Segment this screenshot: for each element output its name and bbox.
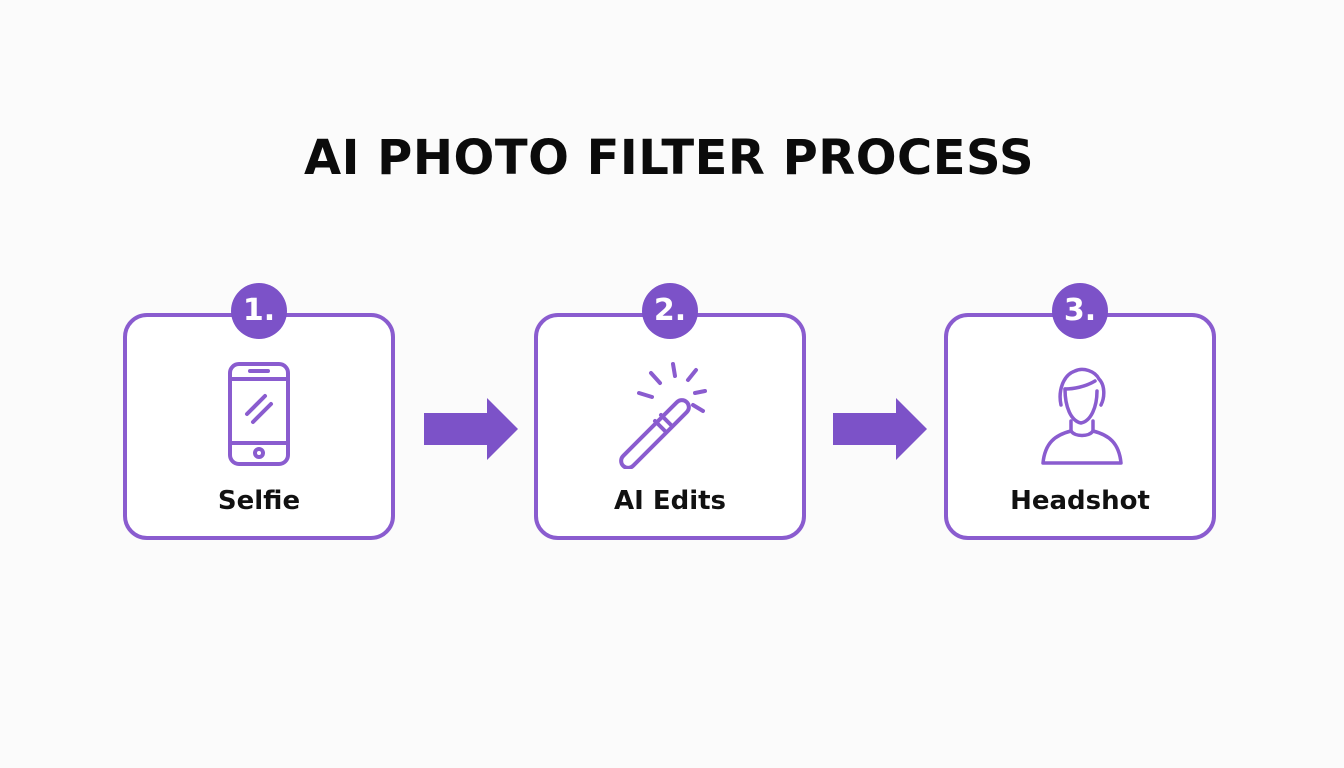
person-icon <box>1025 359 1135 469</box>
diagram-title: AI PHOTO FILTER PROCESS <box>303 130 1035 186</box>
step-card-selfie: 1. Selfie <box>123 283 395 540</box>
step-number-badge: 2. <box>642 283 698 339</box>
smartphone-icon <box>204 359 314 469</box>
step-label: Selfie <box>217 486 301 516</box>
step-card-headshot: 3. Headshot <box>944 283 1216 540</box>
step-number-badge: 1. <box>231 283 287 339</box>
magic-wand-icon <box>615 359 725 469</box>
step-number-badge: 3. <box>1052 283 1108 339</box>
step-card-ai-edits: 2. AI Edits <box>534 283 806 540</box>
arrow-right-icon <box>833 398 927 460</box>
arrow-right-icon <box>424 398 518 460</box>
step-label: AI Edits <box>613 486 727 516</box>
step-label: Headshot <box>1010 486 1150 516</box>
